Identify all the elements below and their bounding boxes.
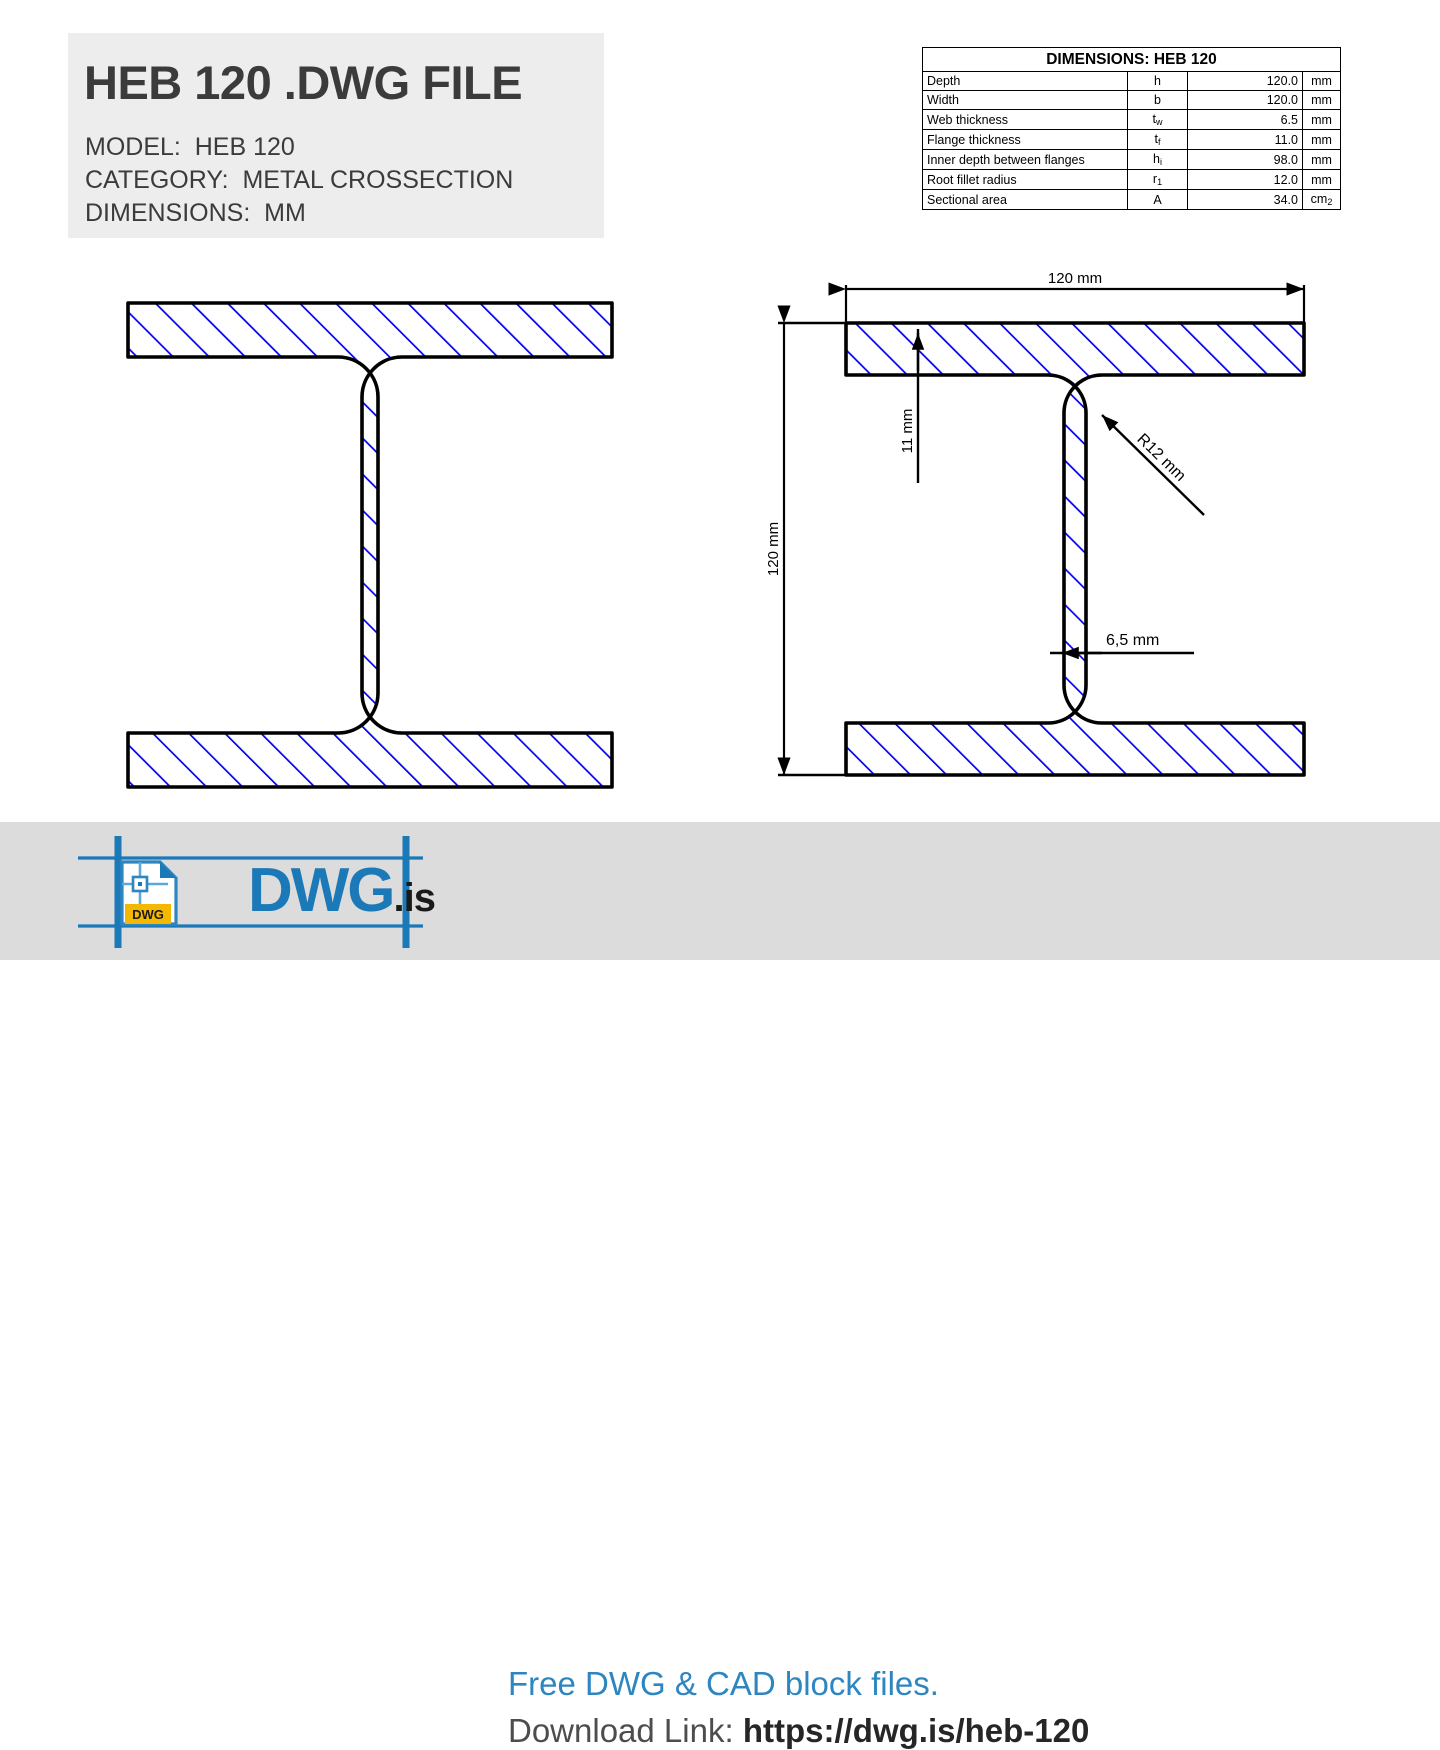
cell-property-name: Depth — [922, 71, 1128, 91]
cell-symbol: tw — [1127, 109, 1188, 130]
cell-value: 11.0 — [1187, 129, 1303, 150]
header-info-block: HEB 120 .DWG FILE MODEL: HEB 120 CATEGOR… — [68, 33, 604, 238]
download-label: Download Link: — [508, 1712, 743, 1749]
cell-property-name: Web thickness — [922, 109, 1128, 130]
dim-label-fillet-radius: R12 mm — [1133, 431, 1188, 485]
header-meta-list: MODEL: HEB 120 CATEGORY: METAL CROSSECTI… — [85, 131, 513, 230]
cell-unit: mm — [1302, 149, 1341, 170]
dimension-flange-thickness: 11 mm — [899, 329, 925, 483]
cell-property-name: Inner depth between flanges — [922, 149, 1128, 170]
dim-label-width: 120 mm — [1048, 270, 1102, 287]
dimension-width: 120 mm — [828, 270, 1306, 323]
cell-symbol: tf — [1127, 129, 1188, 150]
cell-value: 12.0 — [1187, 169, 1303, 190]
table-title: DIMENSIONS: HEB 120 — [922, 47, 1341, 72]
cell-value: 98.0 — [1187, 149, 1303, 170]
file-icon-badge — [125, 904, 171, 924]
cell-symbol: hi — [1127, 149, 1188, 170]
cell-value: 120.0 — [1187, 90, 1303, 110]
page-root: HEB 120 .DWG FILE MODEL: HEB 120 CATEGOR… — [0, 33, 1440, 1749]
beam-body-dimensioned — [844, 321, 1306, 777]
dim-label-flange-thickness: 11 mm — [899, 409, 916, 454]
footer-download-line[interactable]: Download Link: https://dwg.is/heb-120 — [508, 1712, 1089, 1750]
dim-label-depth: 120 mm — [765, 522, 782, 576]
cell-unit: mm — [1302, 109, 1341, 130]
logo-wordmark: DWG.is — [248, 860, 436, 929]
cell-property-name: Width — [922, 90, 1128, 110]
cell-symbol: h — [1127, 71, 1188, 91]
cell-unit: mm — [1302, 129, 1341, 150]
download-url[interactable]: https://dwg.is/heb-120 — [742, 1712, 1090, 1749]
cell-symbol: b — [1127, 90, 1188, 110]
dimension-depth: 120 mm — [765, 305, 846, 777]
dim-label-web-thickness: 6,5 mm — [1106, 632, 1159, 649]
table-header-row: DIMENSIONS: HEB 120 — [922, 47, 1341, 72]
cell-symbol: A — [1127, 189, 1188, 210]
cell-unit: mm — [1302, 169, 1341, 190]
leader-line-fillet — [1101, 414, 1205, 516]
cell-unit: cm2 — [1302, 189, 1341, 210]
cell-property-name: Flange thickness — [922, 129, 1128, 150]
logo-crosshair-frame — [78, 836, 423, 948]
dimension-web-thickness: 6,5 mm — [1050, 632, 1194, 660]
file-icon-fold — [160, 862, 176, 878]
file-icon-badge-label: DWG — [132, 907, 164, 922]
cell-property-name: Sectional area — [922, 189, 1128, 210]
meta-dimensions: DIMENSIONS: MM — [85, 199, 306, 227]
dwg-file-icon: DWG — [120, 860, 178, 926]
beam-hatch-fill-right — [846, 323, 1304, 775]
beam-section-plain — [126, 301, 614, 789]
site-logo[interactable]: DWG DWG.is — [78, 836, 436, 948]
file-icon-node-dot — [138, 882, 142, 886]
cell-value: 34.0 — [1187, 189, 1303, 210]
logo-wordmark-main: DWG — [248, 856, 396, 925]
beam-section-dimensioned: 120 mm 120 mm 11 mm 6,5 mm R12 mm — [765, 270, 1306, 777]
footer-band: DWG DWG.is Free DWG & CAD block files. D… — [0, 822, 1440, 1749]
logo-wordmark-suffix: .is — [393, 876, 436, 920]
meta-model: MODEL: HEB 120 — [85, 133, 295, 161]
cell-property-name: Root fillet radius — [922, 169, 1128, 190]
beam-body-plain — [126, 301, 614, 789]
meta-category: CATEGORY: METAL CROSSECTION — [85, 166, 514, 194]
cell-unit: mm — [1302, 90, 1341, 110]
dimension-fillet-radius: R12 mm — [1101, 414, 1205, 516]
footer-tagline: Free DWG & CAD block files. — [508, 1665, 939, 1702]
page-title: HEB 120 .DWG FILE — [84, 56, 523, 109]
cell-symbol: r1 — [1127, 169, 1188, 190]
cell-value: 120.0 — [1187, 71, 1303, 91]
cell-value: 6.5 — [1187, 109, 1303, 130]
cell-unit: mm — [1302, 71, 1341, 91]
